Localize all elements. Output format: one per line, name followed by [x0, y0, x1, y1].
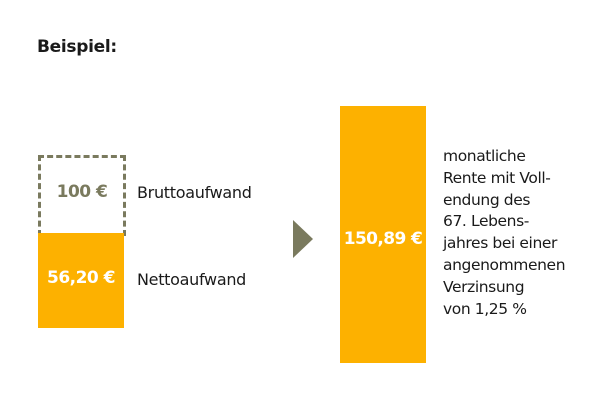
pension-value: 150,89 € — [343, 229, 423, 249]
pension-description-line: jahres bei einer — [443, 234, 557, 253]
pension-description-line: Rente mit Voll- — [443, 168, 551, 187]
net-amount-bar — [38, 233, 124, 328]
arrow-right-icon — [293, 220, 313, 258]
pension-description-line: monatliche — [443, 147, 526, 165]
pension-description: monatliche Rente mit Voll- endung des 67… — [443, 146, 566, 320]
net-amount-value: 56,20 € — [46, 268, 116, 288]
pension-description-line: endung des — [443, 190, 531, 209]
gross-amount-outline — [38, 155, 126, 236]
gross-amount-label: Bruttoaufwand — [137, 183, 252, 202]
pension-description-line: von 1,25 % — [443, 299, 527, 318]
page-title: Beispiel: — [37, 37, 117, 57]
net-amount-label: Nettoaufwand — [137, 270, 247, 289]
pension-bar — [340, 106, 426, 363]
pension-description-line: Verzinsung — [443, 277, 525, 296]
pension-description-line: 67. Lebens- — [443, 212, 529, 231]
pension-description-line: angenommenen — [443, 255, 566, 274]
gross-amount-value: 100 € — [56, 182, 108, 202]
